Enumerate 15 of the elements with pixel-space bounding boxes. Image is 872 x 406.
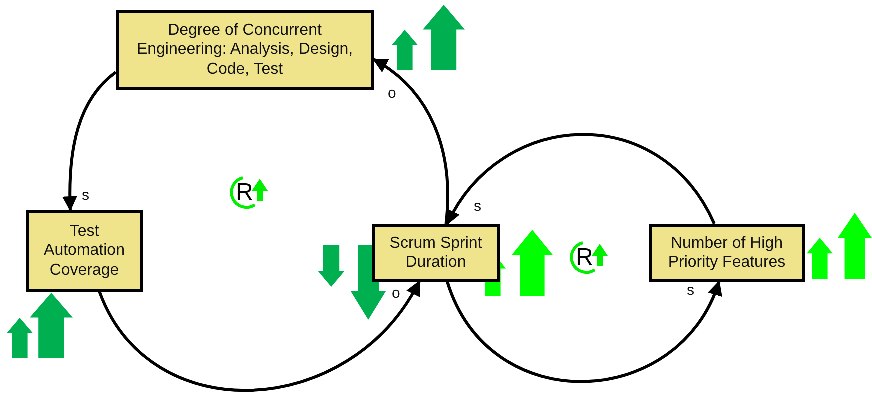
loop-label: R <box>576 246 594 270</box>
arrow <box>446 133 716 226</box>
loop-label: R <box>236 181 254 205</box>
variable-box <box>649 224 805 282</box>
variable-box <box>26 210 143 292</box>
variable-box <box>116 10 374 90</box>
arrow <box>62 71 117 212</box>
arrow <box>98 280 421 392</box>
variable-name: Test Automation Coverage <box>43 222 126 280</box>
variable-box <box>372 224 500 282</box>
variable-name: Number of High Priority Features <box>667 234 787 272</box>
variable-name: Degree of Concurrent Engineering: Analysis, Design, Code, Test <box>136 21 354 79</box>
arrow <box>446 280 721 384</box>
variable-name: Scrum Sprint Duration <box>388 234 484 272</box>
arrow <box>372 58 450 224</box>
